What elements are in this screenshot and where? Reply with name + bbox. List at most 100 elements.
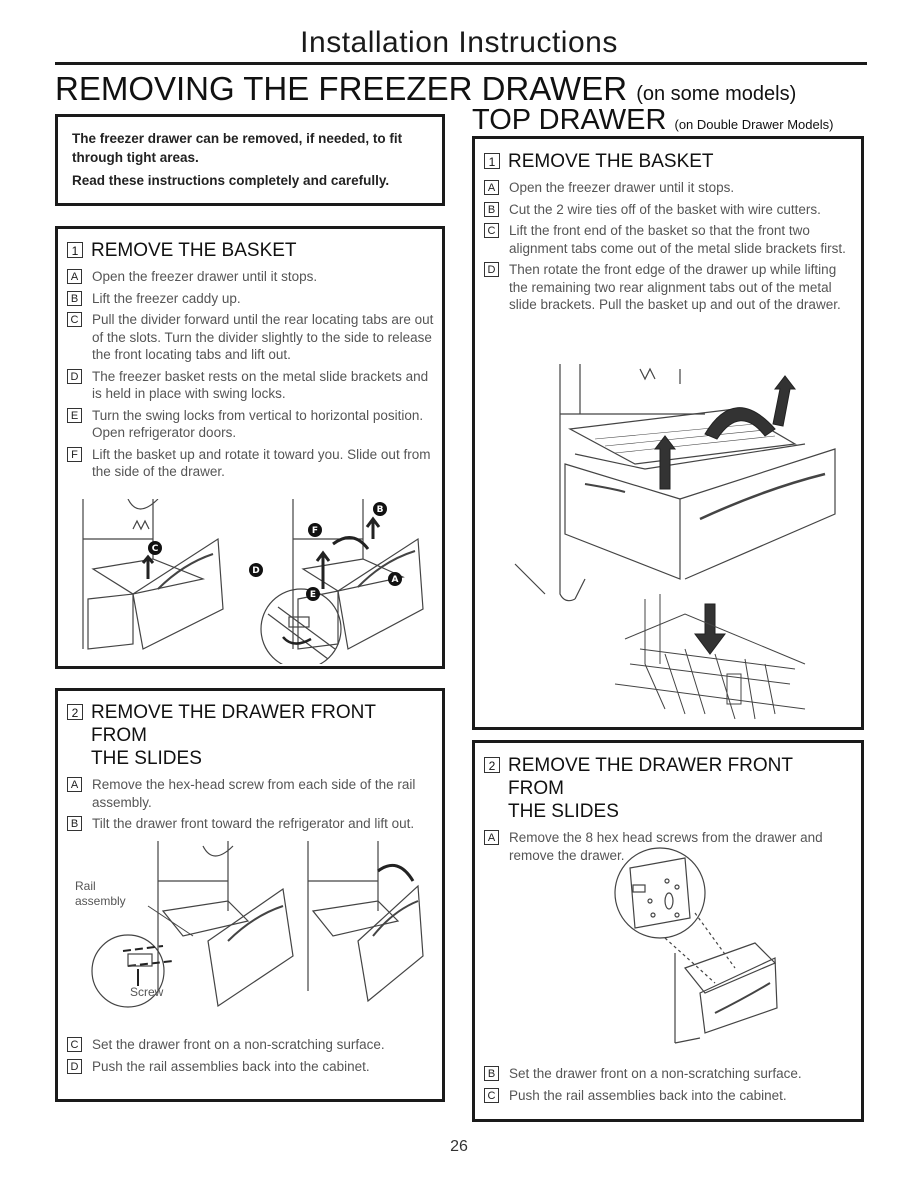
page-header-title: Installation Instructions xyxy=(300,26,618,59)
step-text: Turn the swing locks from vertical to ho… xyxy=(92,407,424,441)
step-number-badge: 2 xyxy=(67,704,83,720)
intro-line-1: The freezer drawer can be removed, if ne… xyxy=(72,131,403,165)
step-text: Lift the basket up and rotate it toward … xyxy=(92,446,431,480)
step-letter: D xyxy=(67,368,82,384)
basket-removal-illustration: B F C D E A xyxy=(82,499,424,664)
step-letter: F xyxy=(67,446,82,462)
step-letter: E xyxy=(67,407,82,423)
step-number-badge: 2 xyxy=(484,757,500,773)
step-list: B Set the drawer front on a non-scratchin… xyxy=(484,1065,853,1104)
step-text: Set the drawer front on a non-scratching… xyxy=(509,1066,802,1081)
section-title-text: REMOVE THE BASKET xyxy=(508,151,714,172)
list-item: B Lift the freezer caddy up. xyxy=(67,290,434,308)
list-item: A Remove the 8 hex head screws from the d… xyxy=(484,829,853,864)
step-list: A Remove the 8 hex head screws from the d… xyxy=(484,829,853,864)
step-text: Lift the front end of the basket so that… xyxy=(509,223,846,256)
rail-assembly-illustration xyxy=(91,841,424,1008)
section-title-line-2: THE SLIDES xyxy=(508,801,619,822)
step-letter: B xyxy=(67,816,82,831)
list-item: C Set the drawer front on a non-scratchin… xyxy=(67,1036,434,1054)
step-letter: A xyxy=(484,180,499,195)
list-item: F Lift the basket up and rotate it toward… xyxy=(67,446,434,481)
step-text: Tilt the drawer front toward the refrige… xyxy=(92,816,415,831)
page-number: 26 xyxy=(450,1138,468,1155)
step-list: C Set the drawer front on a non-scratchin… xyxy=(67,1036,434,1075)
step-letter: C xyxy=(484,1087,499,1103)
rail-assembly-label: Rail assembly xyxy=(75,879,126,908)
section-title-line-2: THE SLIDES xyxy=(91,748,202,769)
step-letter: C xyxy=(484,223,499,238)
step-text: Open the freezer drawer until it stops. xyxy=(509,180,735,195)
step-text: Set the drawer front on a non-scratching… xyxy=(92,1037,385,1052)
top-drawer-title-sub: (on Double Drawer Models) xyxy=(674,117,834,132)
left-remove-basket-section: 1 REMOVE THE BASKET A Open the freezer dra… xyxy=(55,226,445,669)
step-text: Pull the divider forward until the rear … xyxy=(92,312,434,362)
callout-label: F xyxy=(312,526,318,536)
callout-label: D xyxy=(252,566,259,576)
top-drawer-title-text: TOP DRAWER xyxy=(472,104,667,136)
list-item: D The freezer basket rests on the metal s… xyxy=(67,368,434,403)
header-divider xyxy=(55,62,867,65)
list-item: B Cut the 2 wire ties off of the basket w… xyxy=(484,201,853,219)
section-title-line-1: REMOVE THE DRAWER FRONT FROM xyxy=(508,755,793,799)
main-title-text: REMOVING THE FREEZER DRAWER xyxy=(55,70,628,107)
list-item: C Push the rail assemblies back into the … xyxy=(484,1087,853,1105)
main-title: REMOVING THE FREEZER DRAWER (on some mod… xyxy=(55,70,796,108)
step-letter: B xyxy=(484,1066,499,1081)
drawer-screws-illustration xyxy=(614,847,778,1044)
step-letter: C xyxy=(67,1037,82,1052)
step-text: Lift the freezer caddy up. xyxy=(92,290,241,306)
step-list: A Remove the hex-head screw from each sid… xyxy=(67,776,434,833)
step-letter: C xyxy=(67,312,82,327)
intro-line-2: Read these instructions completely and c… xyxy=(72,173,390,188)
step-number-badge: 1 xyxy=(484,153,500,169)
section-title-text: REMOVE THE BASKET xyxy=(91,240,297,261)
step-letter: A xyxy=(484,830,499,845)
list-item: B Tilt the drawer front toward the refrig… xyxy=(67,815,434,833)
step-list: A Open the freezer drawer until it stops.… xyxy=(67,268,434,481)
step-letter: D xyxy=(67,1058,82,1074)
callout-label: B xyxy=(377,505,384,515)
step-letter: B xyxy=(67,290,82,306)
step-text: Remove the hex-head screw from each side… xyxy=(92,777,416,810)
list-item: A Remove the hex-head screw from each sid… xyxy=(67,776,434,811)
section-title: 1 REMOVE THE BASKET xyxy=(67,239,434,262)
callout-label: E xyxy=(310,590,316,600)
intro-box: The freezer drawer can be removed, if ne… xyxy=(55,114,445,206)
right-remove-basket-section: 1 REMOVE THE BASKET A Open the freezer dra… xyxy=(472,136,864,730)
callout-label: A xyxy=(392,575,399,585)
list-item: D Push the rail assemblies back into the … xyxy=(67,1058,434,1076)
list-item: C Pull the divider forward until the rear… xyxy=(67,311,434,364)
step-text: Remove the 8 hex head screws from the dr… xyxy=(509,830,823,863)
main-title-sub: (on some models) xyxy=(636,83,797,105)
step-text: Open the freezer drawer until it stops. xyxy=(92,269,318,284)
list-item: D Then rotate the front edge of the drawe… xyxy=(484,261,853,314)
list-item: A Open the freezer drawer until it stops. xyxy=(67,268,434,286)
screw-label: Screw xyxy=(130,985,164,999)
callout-label: C xyxy=(152,544,159,554)
step-text: Push the rail assemblies back into the c… xyxy=(509,1087,787,1103)
step-text: The freezer basket rests on the metal sl… xyxy=(92,368,429,402)
list-item: C Lift the front end of the basket so tha… xyxy=(484,222,853,257)
step-text: Then rotate the front edge of the drawer… xyxy=(509,262,841,312)
section-title-line-1: REMOVE THE DRAWER FRONT FROM xyxy=(91,702,376,746)
step-text: Cut the 2 wire ties off of the basket wi… xyxy=(509,201,821,217)
step-number-badge: 1 xyxy=(67,242,83,258)
step-letter: A xyxy=(67,777,82,792)
top-drawer-title: TOP DRAWER (on Double Drawer Models) xyxy=(472,104,833,137)
step-list: A Open the freezer drawer until it stops.… xyxy=(484,179,853,314)
list-item: E Turn the swing locks from vertical to h… xyxy=(67,407,434,442)
list-item: B Set the drawer front on a non-scratchin… xyxy=(484,1065,853,1083)
top-drawer-basket-illustration xyxy=(514,364,836,720)
step-letter: D xyxy=(484,262,499,277)
step-letter: B xyxy=(484,201,499,217)
step-letter: A xyxy=(67,269,82,284)
list-item: A Open the freezer drawer until it stops. xyxy=(484,179,853,197)
step-text: Push the rail assemblies back into the c… xyxy=(92,1058,370,1074)
section-title: 1 REMOVE THE BASKET xyxy=(484,150,853,173)
